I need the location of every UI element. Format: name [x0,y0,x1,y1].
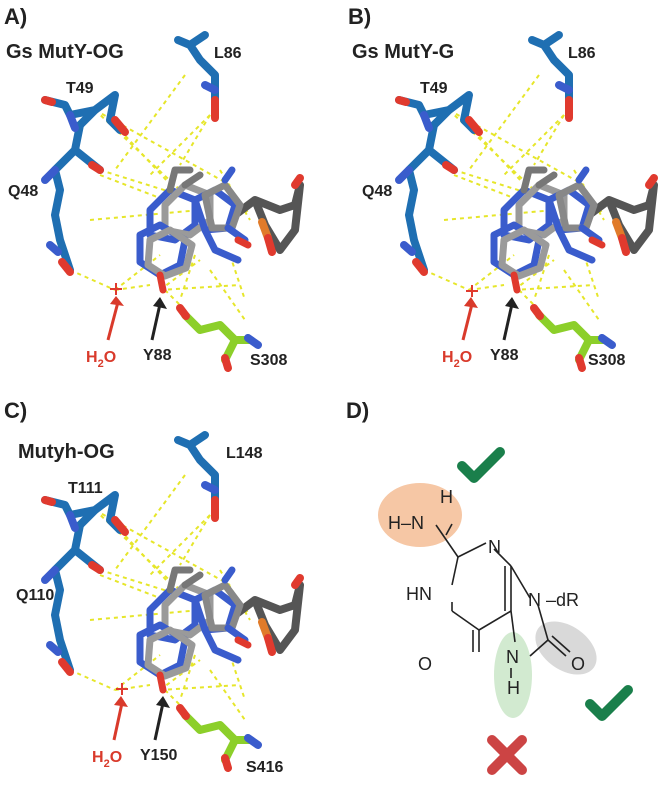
atom-n-dr: N [528,590,541,610]
atom-h-n: H–N [388,513,424,533]
atom-h-bottom: H [507,678,520,698]
atom-o-right: O [571,654,585,674]
panel-a-letter: A) [4,4,27,29]
tyr-arrow [502,297,519,341]
panel-b: B) Gs MutY-G L86 T49 Q48 Y88 S308 H2O [348,4,654,370]
tyr-arrow [153,696,170,741]
panel-b-title: Gs MutY-G [352,41,454,63]
residue-label-leu: L148 [226,445,263,462]
atom-o-left: O [418,654,432,674]
panel-c-letter: C) [4,398,27,423]
residue-label-thr: T111 [68,480,103,497]
panel-b-letter: B) [348,4,371,29]
residue-label-ser: S308 [250,352,287,369]
residue-label-tyr: Y150 [140,747,177,764]
residue-label-leu: L86 [568,45,596,62]
residue-label-tyr: Y88 [490,347,519,364]
panel-a: A) Gs MutY-OG L86 T49 Q48 Y88 S308 H2O [4,4,300,370]
residue-label-tyr: Y88 [143,347,172,364]
residue-label-gln: Q48 [8,183,38,200]
atom-n-ring-top: N [488,537,501,557]
water-arrow [461,297,478,341]
cross-icon [487,735,527,775]
water-label: H2O [442,349,472,370]
water-arrow [106,296,124,341]
n7h-highlight [494,632,532,718]
residue-label-ser: S308 [588,352,625,369]
tyr-arrow [150,297,167,341]
panel-c-title: Mutyh-OG [18,441,115,463]
residue-label-gln: Q110 [16,587,54,604]
residue-label-thr: T49 [66,80,94,97]
water-label: H2O [86,349,116,370]
atom-h-top: H [440,487,453,507]
atom-dr: –dR [546,590,579,610]
atom-hn-left: HN [406,584,432,604]
panel-a-title: Gs MutY-OG [6,41,124,63]
water-arrow [112,696,128,741]
oxoguanine-skeleton [435,523,571,657]
residue-label-thr: T49 [420,80,448,97]
water-molecule [110,283,122,295]
water-molecule [466,285,478,297]
panel-d: D) H H–N N HN N [346,398,628,775]
check-icon [590,690,628,716]
panel-c: C) Mutyh-OG L148 T111 Q110 Y150 S416 H2O [4,398,300,776]
panel-d-letter: D) [346,398,369,423]
residue-label-leu: L86 [214,45,242,62]
check-icon [462,452,500,478]
atom-n-bottom: N [506,647,519,667]
residue-label-gln: Q48 [362,183,392,200]
residue-label-ser: S416 [246,759,283,776]
water-label: H2O [92,749,122,770]
water-molecule [116,683,128,695]
